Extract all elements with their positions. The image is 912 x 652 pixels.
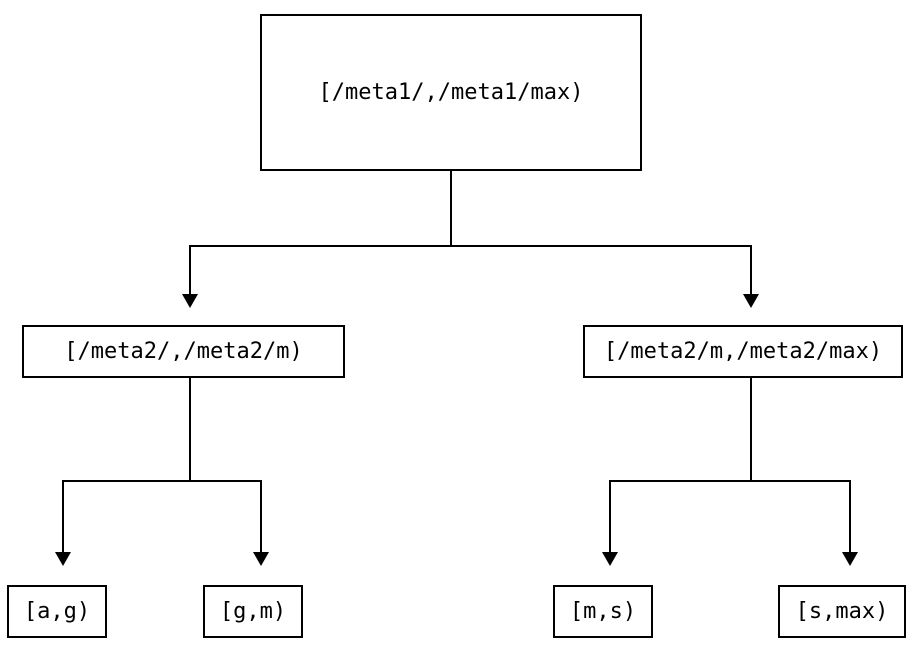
node-leaf-ag-label: [a,g) (23, 598, 91, 624)
arrowhead-ms-icon (602, 552, 618, 566)
node-leaf-ms: [m,s) (553, 585, 653, 638)
node-root-label: [/meta1/,/meta1/max) (318, 79, 584, 105)
node-leaf-ag: [a,g) (7, 585, 107, 638)
arrowhead-gm-icon (253, 552, 269, 566)
arrowhead-right-icon (743, 294, 759, 308)
node-leaf-smax-label: [s,max) (795, 598, 889, 624)
node-leaf-gm-label: [g,m) (219, 598, 287, 624)
edge-level1-crossbar (189, 245, 752, 247)
edge-right-stem (750, 378, 752, 481)
arrowhead-ag-icon (55, 552, 71, 566)
edge-root-stem (450, 171, 452, 246)
edge-left-crossbar (62, 480, 262, 482)
edge-right-to-smax (849, 482, 851, 552)
arrowhead-left-icon (182, 294, 198, 308)
node-meta2-right: [/meta2/m,/meta2/max) (583, 325, 903, 378)
node-meta2-left-label: [/meta2/,/meta2/m) (64, 338, 303, 364)
node-meta2-right-label: [/meta2/m,/meta2/max) (603, 338, 883, 364)
node-meta2-left: [/meta2/,/meta2/m) (22, 325, 345, 378)
edge-left-stem (189, 378, 191, 481)
edge-left-to-gm (260, 482, 262, 552)
arrowhead-smax-icon (842, 552, 858, 566)
node-root: [/meta1/,/meta1/max) (260, 14, 642, 171)
node-leaf-smax: [s,max) (778, 585, 906, 638)
edge-root-to-right (750, 247, 752, 294)
edge-right-crossbar (609, 480, 851, 482)
edge-root-to-left (189, 247, 191, 294)
edge-right-to-ms (609, 482, 611, 552)
node-leaf-gm: [g,m) (203, 585, 303, 638)
edge-left-to-ag (62, 482, 64, 552)
node-leaf-ms-label: [m,s) (569, 598, 637, 624)
